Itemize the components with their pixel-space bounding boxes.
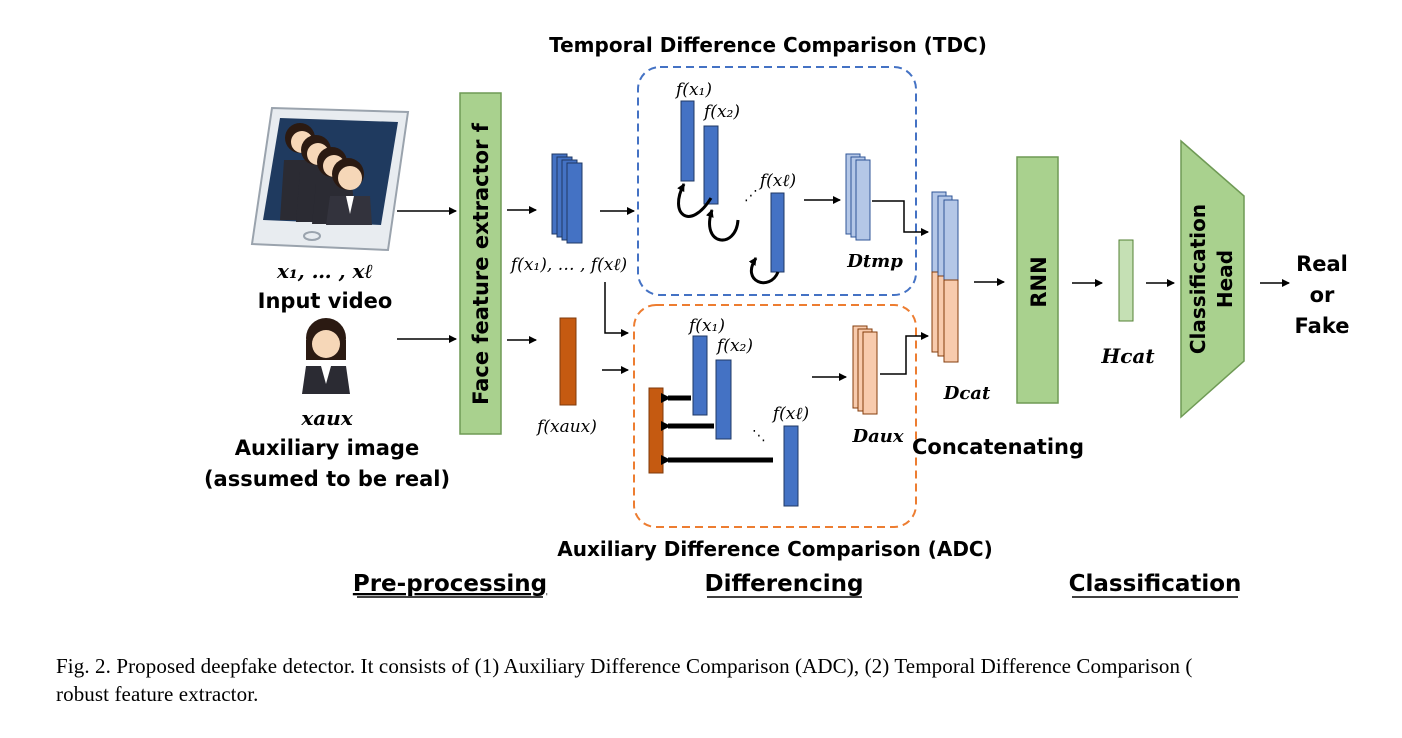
adc-module-box bbox=[633, 304, 917, 528]
tdc-fxl-label: f(xℓ) bbox=[758, 171, 796, 191]
adc-ellipsis: ⋱ bbox=[752, 428, 766, 444]
stage-differencing-label: Differencing bbox=[705, 571, 864, 597]
adc-fx2-label: f(x₂) bbox=[715, 336, 753, 356]
face-feature-extractor-block bbox=[459, 92, 502, 435]
adc-feature-x1 bbox=[692, 335, 708, 416]
aux-feature-label: f(xaux) bbox=[535, 417, 597, 437]
adc-fxl-label: f(xℓ) bbox=[771, 404, 809, 424]
head-label-line2: Head bbox=[1213, 250, 1237, 308]
video-features-stack bbox=[551, 153, 583, 244]
tdc-curve-arrow-1 bbox=[677, 183, 713, 218]
dtmp-label: Dtmp bbox=[846, 251, 903, 272]
person-stack-icon bbox=[280, 123, 372, 225]
daux-stack bbox=[852, 325, 878, 415]
stage-preprocessing-label: Pre-processing bbox=[353, 571, 547, 597]
person-icon bbox=[302, 318, 350, 394]
aux-note-label: (assumed to be real) bbox=[204, 467, 450, 491]
output-real-label: Real bbox=[1296, 252, 1348, 276]
tdc-module-box bbox=[637, 66, 917, 296]
aux-variable-label: xaux bbox=[300, 406, 353, 430]
tdc-ellipsis: ⋰ bbox=[744, 188, 758, 204]
head-label-line1: Classification bbox=[1186, 204, 1210, 354]
arrow-dtmp-to-dcat bbox=[872, 200, 929, 236]
caption-line-1: Fig. 2. Proposed deepfake detector. It c… bbox=[56, 654, 1193, 678]
daux-label: Daux bbox=[851, 426, 903, 447]
arrow-daux-to-dcat bbox=[880, 332, 929, 375]
dcat-label: Dcat bbox=[943, 383, 991, 404]
caption-line-2: robust feature extractor. bbox=[56, 682, 259, 706]
dcat-stack bbox=[931, 191, 959, 363]
tdc-curve-arrow-2 bbox=[705, 209, 740, 242]
adc-fx1-label: f(x₁) bbox=[687, 316, 725, 336]
output-or-label: or bbox=[1310, 283, 1335, 307]
tdc-feature-x1 bbox=[680, 100, 695, 182]
adc-feature-xl bbox=[783, 425, 799, 507]
tdc-feature-x2 bbox=[703, 125, 719, 205]
dtmp-stack bbox=[845, 153, 871, 241]
hcat-label: Hcat bbox=[1100, 344, 1155, 368]
adc-aux-feature bbox=[648, 387, 664, 474]
classification-head-block bbox=[1180, 139, 1245, 419]
tdc-feature-xl bbox=[770, 192, 785, 273]
extractor-label: Face feature extractor f bbox=[469, 122, 493, 405]
tdc-title: Temporal Difference Comparison (TDC) bbox=[549, 33, 987, 57]
stage-classification-label: Classification bbox=[1069, 571, 1242, 597]
aux-feature-bar bbox=[559, 317, 577, 406]
features-label: f(x₁), … , f(xℓ) bbox=[509, 255, 627, 275]
rnn-label: RNN bbox=[1027, 256, 1051, 307]
tablet-icon bbox=[250, 106, 410, 252]
hcat-bar bbox=[1118, 239, 1134, 322]
input-sequence-label: x₁, … , xℓ bbox=[276, 259, 373, 283]
concatenating-label: Concatenating bbox=[912, 435, 1084, 459]
arrow-features-to-adc bbox=[604, 282, 629, 337]
rnn-block bbox=[1016, 156, 1059, 404]
tdc-fx1-label: f(x₁) bbox=[674, 80, 712, 100]
adc-title: Auxiliary Difference Comparison (ADC) bbox=[557, 537, 993, 561]
adc-feature-x2 bbox=[715, 359, 732, 440]
output-fake-label: Fake bbox=[1295, 314, 1350, 338]
input-video-label: Input video bbox=[258, 289, 393, 313]
aux-image-label: Auxiliary image bbox=[235, 436, 419, 460]
tdc-curve-arrow-3 bbox=[748, 257, 780, 285]
figure-caption: Fig. 2. Proposed deepfake detector. It c… bbox=[56, 652, 1402, 708]
tdc-fx2-label: f(x₂) bbox=[702, 102, 740, 122]
